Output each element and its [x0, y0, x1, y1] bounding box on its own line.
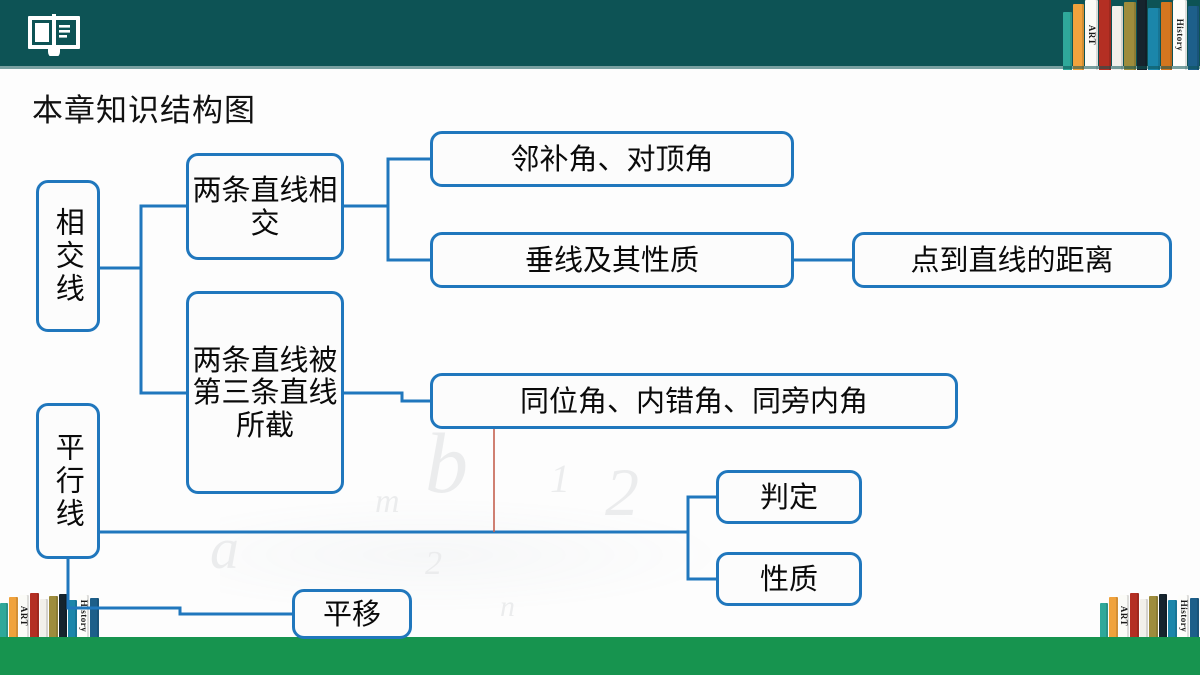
book-spine: [1161, 2, 1172, 70]
page-title: 本章知识结构图: [32, 93, 256, 129]
node-translation[interactable]: 平移: [292, 589, 412, 639]
book-spine: History: [1173, 0, 1187, 70]
node-intersecting-lines[interactable]: 相交线: [36, 180, 100, 332]
node-label: 判定: [759, 479, 818, 514]
node-label: 垂线及其性质: [524, 242, 699, 277]
node-perpendicular-properties[interactable]: 垂线及其性质: [430, 232, 794, 288]
node-property[interactable]: 性质: [716, 552, 862, 606]
node-label: 平移: [322, 596, 381, 631]
book-spine: [1190, 598, 1199, 637]
book-spine: ART: [1119, 595, 1129, 637]
connector-cut-by-third-to-angles: [344, 391, 430, 403]
book-spine: [1148, 8, 1160, 70]
node-two-lines-intersect[interactable]: 两条直线相交: [186, 153, 344, 260]
book-spine: [1159, 594, 1167, 637]
book-spine: [1099, 0, 1111, 70]
connector-two-lines-intersect-right2: [386, 206, 430, 262]
book-spine: [9, 597, 18, 637]
node-two-lines-cut-by-third[interactable]: 两条直线被第三条直线所截: [186, 291, 344, 494]
book-spine: [68, 600, 77, 637]
node-angle-types[interactable]: 同位角、内错角、同旁内角: [430, 373, 958, 429]
node-label: 性质: [759, 561, 818, 596]
book-spine: [1112, 6, 1123, 70]
book-spine: [59, 594, 67, 637]
connector-parallel-to-right: [100, 495, 716, 534]
node-judgement[interactable]: 判定: [716, 470, 862, 524]
book-spine: [1130, 593, 1139, 637]
node-label: 平行线: [51, 431, 86, 531]
node-label: 邻补角、对顶角: [510, 141, 714, 176]
node-label: 点到直线的距离: [910, 242, 1114, 277]
header-divider: [0, 66, 1200, 69]
book-spine: [49, 596, 58, 637]
connector-intersecting-to-branch: [100, 204, 186, 270]
book-spine: [1168, 600, 1177, 637]
book-spine: [40, 599, 48, 637]
book-spine: [1063, 12, 1072, 70]
footer-book-stack-right: ART History: [1100, 593, 1200, 637]
book-spine: [1137, 0, 1147, 70]
node-adjacent-vertical-angles[interactable]: 邻补角、对顶角: [430, 131, 794, 187]
node-point-to-line-distance[interactable]: 点到直线的距离: [852, 232, 1172, 288]
connector-parallel-to-right2: [686, 532, 716, 581]
book-spine: [30, 593, 39, 637]
book-spine: [1073, 4, 1084, 70]
book-spine: [1149, 596, 1158, 637]
connector-two-lines-intersect-right: [344, 157, 430, 208]
book-spine: [1188, 6, 1199, 70]
book-spine: [0, 603, 8, 637]
header-bar: ART History: [0, 0, 1200, 70]
connector-parallel-to-translation: [66, 559, 292, 616]
node-label: 同位角、内错角、同旁内角: [519, 383, 868, 418]
connector-intersecting-to-branch2: [139, 268, 186, 395]
node-label: 两条直线被第三条直线所截: [192, 342, 338, 442]
book-spine: [1124, 2, 1136, 70]
book-spine: [1140, 599, 1148, 637]
node-label: 相交线: [51, 206, 86, 306]
book-spine: History: [78, 595, 89, 637]
book-spine: [90, 598, 99, 637]
open-book-icon: [28, 14, 80, 56]
footer-book-stack-left: ART History: [0, 593, 100, 637]
book-spine: [1100, 603, 1108, 637]
book-spine: [1109, 597, 1118, 637]
node-parallel-lines[interactable]: 平行线: [36, 403, 100, 559]
book-spine: ART: [19, 595, 29, 637]
header-book-stack: ART History: [1063, 0, 1200, 70]
book-spine: History: [1178, 595, 1189, 637]
footer-bar: [0, 637, 1200, 675]
book-spine: ART: [1085, 0, 1098, 70]
node-label: 两条直线相交: [192, 173, 338, 240]
